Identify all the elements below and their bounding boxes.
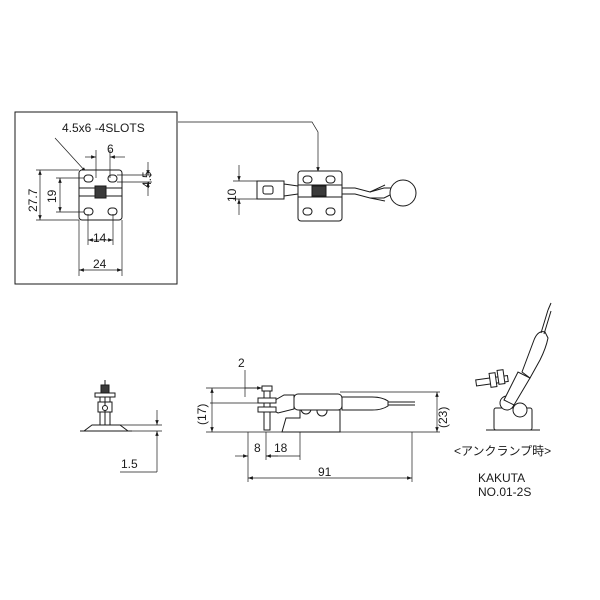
unclamp-handle <box>521 331 549 379</box>
detail-frame <box>14 111 178 285</box>
handle-grip-ball <box>389 179 417 207</box>
slot-2 <box>107 174 118 183</box>
callout-leader <box>54 137 87 173</box>
dim-19: 19 <box>45 189 59 203</box>
dim-27-7: 27.7 <box>26 188 40 212</box>
top-handle <box>342 187 393 199</box>
dim-18: 18 <box>274 441 288 455</box>
model-number: NO.01-2S <box>478 485 531 499</box>
maker-name: KAKUTA <box>478 471 525 485</box>
slot-1 <box>83 174 94 183</box>
slot-callout-text: 4.5x6 -4SLOTS <box>62 121 145 135</box>
dim-23: (23) <box>436 407 450 428</box>
front-view-clamp: 1.5 <box>80 380 162 473</box>
dim-91: 91 <box>318 465 332 479</box>
side-handle <box>341 396 389 411</box>
dim-1-5: 1.5 <box>121 457 138 471</box>
dim-2: 2 <box>238 356 245 370</box>
unclamp-view: <アンクランプ時> KAKUTA NO.01-2S <box>454 302 552 499</box>
detail-view-base-plate: 4.5x6 -4SLOTS 6 4.5 27.7 <box>14 111 320 285</box>
side-view-clamp: 2 (17) (23) 8 18 91 <box>195 356 450 482</box>
side-base <box>281 409 341 433</box>
top-view-clamp: 10 <box>225 165 417 222</box>
slot-4 <box>107 207 118 216</box>
dim-10: 10 <box>225 188 239 202</box>
dim-14: 14 <box>93 231 107 245</box>
unclamp-label: <アンクランプ時> <box>454 444 551 458</box>
slot-3 <box>83 207 94 216</box>
dim-8: 8 <box>254 441 261 455</box>
dim-6: 6 <box>107 142 114 156</box>
dim-17: (17) <box>195 404 209 425</box>
dim-24: 24 <box>93 257 107 271</box>
detail-link-leader <box>178 121 320 172</box>
dim-4-5: 4.5 <box>140 171 154 188</box>
